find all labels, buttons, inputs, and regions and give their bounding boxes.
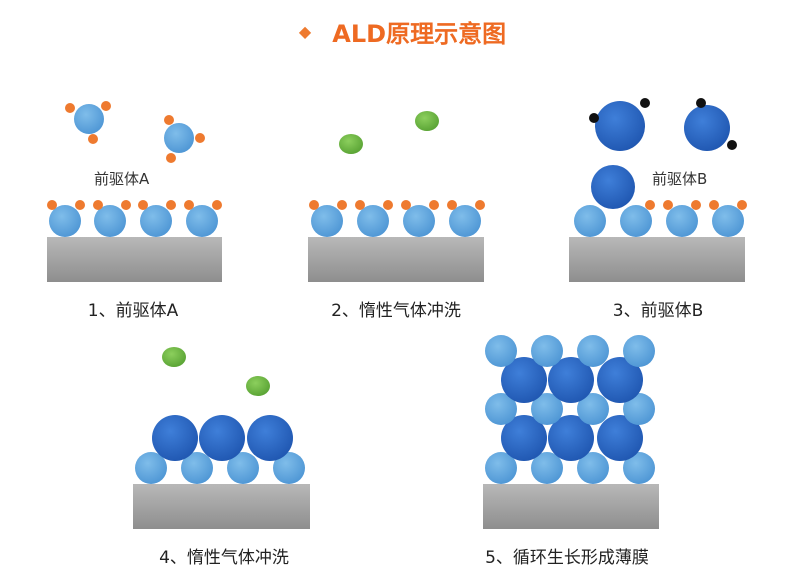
orange-ligand — [101, 101, 111, 111]
step-5-caption: 5、循环生长形成薄膜 — [485, 548, 649, 568]
step-1-caption: 1、前驱体A — [88, 301, 179, 321]
dark-blue-atom — [247, 415, 293, 461]
dark-blue-atom — [501, 415, 547, 461]
light-blue-atom — [531, 393, 563, 425]
orange-ligand — [65, 103, 75, 113]
light-blue-atom — [49, 205, 81, 237]
orange-ligand — [475, 200, 485, 210]
substrate — [47, 237, 222, 282]
orange-ligand — [212, 200, 222, 210]
light-blue-atom — [485, 335, 517, 367]
title-text: ALD原理示意图 — [332, 20, 507, 48]
orange-ligand — [47, 200, 57, 210]
light-blue-atom — [531, 335, 563, 367]
dark-blue-atom — [501, 357, 547, 403]
dark-blue-atom — [199, 415, 245, 461]
light-blue-atom — [357, 205, 389, 237]
orange-ligand — [121, 200, 131, 210]
orange-ligand — [75, 200, 85, 210]
orange-ligand — [166, 153, 176, 163]
substrate — [569, 237, 745, 282]
light-blue-atom — [94, 205, 126, 237]
black-ligand — [589, 113, 599, 123]
diagram-title: ◆ ALD原理示意图 — [0, 14, 805, 49]
step-4 — [133, 347, 310, 529]
dark-blue-atom — [591, 165, 635, 209]
step-1 — [47, 101, 222, 282]
dark-blue-atom — [684, 105, 730, 151]
light-blue-atom — [181, 452, 213, 484]
light-blue-atom — [577, 452, 609, 484]
orange-ligand — [337, 200, 347, 210]
light-blue-atom — [577, 335, 609, 367]
black-ligand — [640, 98, 650, 108]
orange-ligand — [383, 200, 393, 210]
light-blue-atom — [712, 205, 744, 237]
orange-ligand — [355, 200, 365, 210]
orange-ligand — [195, 133, 205, 143]
orange-ligand — [309, 200, 319, 210]
light-blue-atom — [531, 452, 563, 484]
dark-blue-atom — [597, 357, 643, 403]
diamond-bullet-icon: ◆ — [298, 22, 312, 41]
orange-ligand — [429, 200, 439, 210]
light-blue-atom — [273, 452, 305, 484]
light-blue-atom — [485, 452, 517, 484]
light-blue-atom — [164, 123, 194, 153]
orange-ligand — [447, 200, 457, 210]
step-5 — [483, 335, 659, 529]
light-blue-atom — [135, 452, 167, 484]
inert-gas-molecule — [415, 111, 439, 131]
light-blue-atom — [574, 205, 606, 237]
orange-ligand — [663, 200, 673, 210]
light-blue-atom — [140, 205, 172, 237]
dark-blue-atom — [152, 415, 198, 461]
step-3-caption: 3、前驱体B — [613, 301, 703, 321]
precursor-a-label: 前驱体A — [94, 170, 150, 188]
light-blue-atom — [666, 205, 698, 237]
substrate — [483, 484, 659, 529]
orange-ligand — [93, 200, 103, 210]
light-blue-atom — [623, 335, 655, 367]
light-blue-atom — [449, 205, 481, 237]
substrate — [133, 484, 310, 529]
precursor-b-label: 前驱体B — [652, 170, 707, 188]
step-3 — [569, 98, 747, 282]
inert-gas-molecule — [246, 376, 270, 396]
step-2-caption: 2、惰性气体冲洗 — [331, 301, 461, 321]
light-blue-atom — [620, 205, 652, 237]
light-blue-atom — [577, 393, 609, 425]
black-ligand — [727, 140, 737, 150]
orange-ligand — [88, 134, 98, 144]
orange-ligand — [138, 200, 148, 210]
orange-ligand — [709, 200, 719, 210]
light-blue-atom — [311, 205, 343, 237]
orange-ligand — [645, 200, 655, 210]
dark-blue-atom — [595, 101, 645, 151]
orange-ligand — [737, 200, 747, 210]
dark-blue-atom — [548, 415, 594, 461]
orange-ligand — [401, 200, 411, 210]
dark-blue-atom — [548, 357, 594, 403]
light-blue-atom — [403, 205, 435, 237]
inert-gas-molecule — [339, 134, 363, 154]
orange-ligand — [166, 200, 176, 210]
light-blue-atom — [227, 452, 259, 484]
inert-gas-molecule — [162, 347, 186, 367]
light-blue-atom — [623, 393, 655, 425]
step-2 — [308, 111, 485, 282]
orange-ligand — [184, 200, 194, 210]
black-ligand — [696, 98, 706, 108]
substrate — [308, 237, 484, 282]
orange-ligand — [691, 200, 701, 210]
orange-ligand — [164, 115, 174, 125]
step-4-caption: 4、惰性气体冲洗 — [159, 548, 289, 568]
light-blue-atom — [74, 104, 104, 134]
light-blue-atom — [623, 452, 655, 484]
dark-blue-atom — [597, 415, 643, 461]
light-blue-atom — [186, 205, 218, 237]
light-blue-atom — [485, 393, 517, 425]
